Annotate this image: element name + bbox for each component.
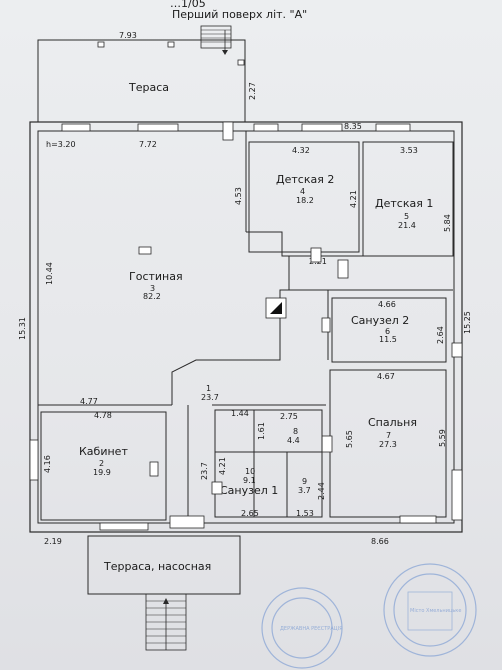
dim-5-84: 5.84 [443, 214, 452, 232]
dim-4-77: 4.77 [80, 397, 98, 406]
room-det2-outline [248, 141, 360, 253]
dim-4-32: 4.32 [292, 146, 310, 155]
terrace-post [97, 41, 105, 48]
window-spal-side [451, 469, 463, 521]
ceiling-height: h=3.20 [46, 140, 76, 149]
door-kab [149, 461, 159, 477]
dim-1-61: 1.61 [257, 422, 266, 440]
room-kab-area: 19.9 [93, 468, 111, 477]
room-9-outline [286, 451, 323, 518]
room-kab-label: Кабинет [79, 445, 128, 458]
dim-8-66: 8.66 [371, 537, 389, 546]
dim-3-53: 3.53 [400, 146, 418, 155]
dim-5-65: 5.65 [345, 430, 354, 448]
dim-4-53: 4.53 [234, 187, 243, 205]
stamp-left: ДЕРЖАВНА РЕЄСТРАЦІЯ [261, 587, 343, 669]
door-spal [321, 435, 333, 453]
room-terrace-top: Тераса [128, 81, 169, 94]
dim-10-44: 10.44 [45, 262, 54, 285]
room-spal-area: 27.3 [379, 440, 397, 449]
dim-15-25: 15.25 [463, 311, 472, 334]
room-det1-outline [362, 141, 454, 257]
wall-living-step [246, 231, 289, 257]
window-spal-bottom [399, 515, 437, 524]
header-top: …1/05 [170, 0, 206, 10]
room-san1-area: 9.1 [243, 476, 256, 485]
stamp-right: Місто Хмельницьке [383, 563, 477, 657]
door-san1 [211, 481, 223, 495]
outer-wall [29, 121, 463, 533]
room-living-num: 3 [150, 284, 155, 293]
room-9-area: 3.7 [298, 486, 311, 495]
dim-7-93: 7.93 [119, 31, 137, 40]
room-det1-area: 21.4 [398, 221, 416, 230]
dim-2-19: 2.19 [44, 537, 62, 546]
dim-23-7: 23.7 [200, 462, 209, 480]
terrace-post [237, 59, 245, 66]
door-san2 [321, 317, 331, 333]
dim-4-78: 4.78 [94, 411, 112, 420]
room-san2-area: 11.5 [379, 335, 397, 344]
dim-2-75: 2.75 [280, 412, 298, 421]
room-kab-num: 2 [99, 459, 104, 468]
wall-living-lower [171, 256, 290, 405]
room-san2-num: 6 [385, 327, 390, 336]
room-kab-outline [40, 411, 167, 521]
stairs-top [200, 25, 232, 55]
room-spal-num: 7 [386, 431, 391, 440]
room-det2-label: Детская 2 [276, 173, 334, 186]
svg-text:Місто Хмельницьке: Місто Хмельницьке [410, 608, 461, 614]
dim-4-21a: 4.21 [349, 190, 358, 208]
dim-4-21b: 4.21 [218, 457, 227, 475]
room-8-area: 4.4 [287, 436, 300, 445]
terrace-post [167, 41, 175, 48]
door-det2 [310, 247, 322, 263]
room-san2-outline [331, 297, 447, 363]
dim-2-64: 2.64 [436, 326, 445, 344]
window-san2 [451, 342, 463, 358]
dim-2-65: 2.65 [241, 509, 259, 518]
dim-5-59: 5.59 [438, 429, 447, 447]
room-8-num: 8 [293, 427, 298, 436]
window-kab-side [29, 439, 39, 481]
living-furniture [138, 246, 152, 255]
dim-1-44: 1.44 [231, 409, 249, 418]
dim-4-66: 4.66 [378, 300, 396, 309]
stairs-bottom [145, 593, 187, 651]
dim-15-31: 15.31 [18, 317, 27, 340]
dim-7-72: 7.72 [139, 140, 157, 149]
dim-2-27: 2.27 [248, 82, 257, 100]
dim-1-53: 1.53 [296, 509, 314, 518]
wall-corridor [289, 289, 329, 360]
dim-4-16: 4.16 [43, 455, 52, 473]
top-windows [61, 121, 411, 141]
entry-door [169, 515, 205, 529]
room-living-label: Гостиная [129, 270, 183, 283]
room-hall-area: 23.7 [201, 393, 219, 402]
room-san2-label: Санузел 2 [351, 314, 409, 327]
door-det1 [337, 259, 349, 279]
plan-title: Перший поверх літ. "А" [172, 8, 307, 21]
window-kab [99, 522, 149, 531]
room-spal-label: Спальня [368, 416, 417, 429]
room-det2-area: 18.2 [296, 196, 314, 205]
chimney-symbol [265, 297, 287, 319]
room-terrace-bottom: Терраса, насосная [103, 560, 211, 573]
room-det2-num: 4 [300, 187, 305, 196]
terrace-top-outline [37, 39, 246, 122]
room-det1-label: Детская 1 [375, 197, 433, 210]
dim-4-67: 4.67 [377, 372, 395, 381]
room-9-num: 9 [302, 477, 307, 486]
room-det1-num: 5 [404, 212, 409, 221]
dim-2-44: 2.44 [317, 482, 326, 500]
dim-8-35: 8.35 [344, 122, 362, 131]
svg-text:ДЕРЖАВНА РЕЄСТРАЦІЯ: ДЕРЖАВНА РЕЄСТРАЦІЯ [280, 626, 343, 632]
room-san1-num: 10 [245, 467, 255, 476]
room-san1-label: Санузел 1 [220, 484, 278, 497]
room-living-area: 82.2 [143, 292, 161, 301]
room-hall-num: 1 [206, 384, 211, 393]
